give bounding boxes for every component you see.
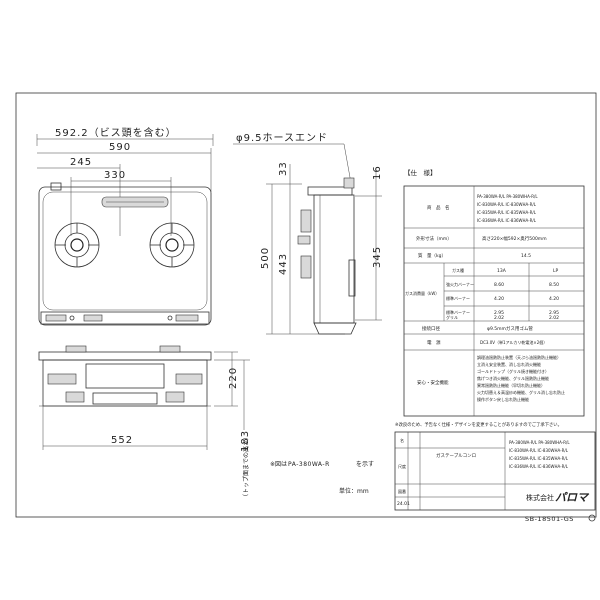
spec-row-label: 強火力バーナー <box>446 281 474 287</box>
dim-depth-443: 443 <box>278 253 289 275</box>
side-view: φ9.5ホースエンド 500 443 33 16 345 <box>233 132 383 335</box>
dim-height-183-note: （トップ面までの高さ） <box>242 434 250 500</box>
gas-inlet <box>50 182 62 191</box>
spec-row-lp: 8.50 <box>549 282 559 288</box>
drawing-number-mark-icon <box>588 514 596 522</box>
control-panel-top <box>40 311 210 325</box>
spec-connection-value: φ9.5mmガス用ゴム管 <box>487 325 533 332</box>
spec-power-label: 電 源 <box>427 339 441 346</box>
spec-weight-value: 14.5 <box>521 253 531 259</box>
spec-row-lp: 2.95 <box>549 310 559 316</box>
title-date: 24.01 <box>397 501 410 507</box>
spec-row-label: 標準バーナー <box>446 295 470 301</box>
dim-hose-end: φ9.5ホースエンド <box>236 132 328 144</box>
spec-safety-item: 調理油過熱防止装置（天ぷら油過熱防止機能） <box>477 354 561 360</box>
dim-top-width: 590 <box>109 142 131 153</box>
spec-gas-lp: LP <box>553 268 559 274</box>
title-item-name: ガステーブルコンロ <box>436 452 476 459</box>
spec-consumption-label: ガス消費量（kW） <box>405 290 439 296</box>
spec-connection-label: 接続口径 <box>422 325 440 332</box>
spec-gas-type-label: ガス種 <box>452 267 464 273</box>
spec-outer-dims-label: 外形寸法（mm） <box>416 235 452 242</box>
dim-depth-500: 500 <box>260 247 271 269</box>
dim-height-183: 183 <box>240 430 251 452</box>
unit-label: 単位：mm <box>339 487 369 495</box>
spec-row-13a: 4.20 <box>494 296 504 302</box>
title-drawing-number: SB-18501-GS <box>525 515 574 523</box>
title-row-label: 尺度 <box>398 463 406 469</box>
spec-outer-dims-value: 高さ220×幅592×奥行500mm <box>482 235 547 242</box>
dim-bottom-width: 552 <box>111 435 133 446</box>
dim-side-top-16: 16 <box>372 165 383 180</box>
title-company: 株式会社 <box>526 493 554 502</box>
spec-row-13a: 2.02 <box>494 315 504 321</box>
dim-side-top-33: 33 <box>278 161 289 176</box>
spec-safety-label: 安心・安全機能 <box>417 379 449 386</box>
spec-product-line: IC-830WA-R/L IC-830WHA-R/L <box>477 202 537 207</box>
spec-product-line: IC-836WA-R/L IC-836WHA-R/L <box>477 218 537 223</box>
spec-power-value: DC3.0V（単1アルカリ乾電池×2個） <box>480 339 547 345</box>
spec-row-lp: 2.02 <box>549 315 559 321</box>
spec-safety-item: 立消え安全装置、消し忘れ消火機能 <box>477 361 541 367</box>
spec-row-lp: 4.20 <box>549 296 559 302</box>
dim-burner-span: 330 <box>104 170 126 181</box>
spec-row-13a: 2.95 <box>494 310 504 316</box>
dim-depth-345: 345 <box>372 246 383 268</box>
title-block: ※改良のため、予告なく仕様・デザインを変更することがありますのでご了承下さい。 … <box>394 421 596 523</box>
dim-burner-offset: 245 <box>70 157 92 168</box>
title-model-line: IC-835WA-R/L IC-835WHA-R/L <box>509 456 569 461</box>
spec-gas-13a: 13A <box>497 268 507 274</box>
title-row-label: 名 <box>400 437 404 443</box>
spec-row-13a: 8.60 <box>494 282 504 288</box>
spec-safety-item: 異常過熱防止機能（早切れ防止機能） <box>477 382 545 388</box>
spec-product-label: 商 品 名 <box>427 204 450 211</box>
front-view: 220 183 （トップ面までの高さ） 552 <box>38 345 251 500</box>
spec-table: 【仕 様】 商 品 名 PA-380WA-R/L PA-380WHA-R/L I… <box>403 168 585 417</box>
dim-height-220: 220 <box>228 367 239 389</box>
model-note-suffix: を示す <box>356 461 374 468</box>
spec-safety-item: ゴールドトップ（グリル焼き機能付き） <box>477 368 549 374</box>
title-model-line: IC-836WA-R/L IC-836WHA-R/L <box>509 464 569 469</box>
top-view: 592.2（ビス頭を含む） 590 245 330 <box>36 126 214 326</box>
sheet-border <box>15 92 597 518</box>
spec-table-title: 【仕 様】 <box>404 168 437 177</box>
title-model-line: IC-830WA-R/L IC-830WHA-R/L <box>509 448 569 453</box>
spec-row-label: グリル <box>446 314 458 320</box>
model-note-prefix: ※図は <box>270 461 287 468</box>
spec-safety-item: 焦げつき消火機能、グリル過熱防止機能 <box>477 375 549 381</box>
spec-product-line: IC-835WA-R/L IC-835WHA-R/L <box>477 210 537 215</box>
title-model-line: PA-380WA-R/L PA-380WHA-R/L <box>509 440 570 445</box>
right-burner <box>149 222 195 268</box>
title-row-label: 図番 <box>398 488 406 494</box>
spec-weight-label: 質 量（kg） <box>418 252 446 259</box>
spec-row-label: 標準バーナー <box>446 309 470 315</box>
title-block-note: ※改良のため、予告なく仕様・デザインを変更することがありますのでご了承下さい。 <box>395 421 562 428</box>
brand-logo: パロマ <box>555 491 590 504</box>
spec-safety-item: 操作ボタン戻し忘れ防止機能 <box>477 396 529 402</box>
dim-overall-width: 592.2（ビス頭を含む） <box>55 126 177 139</box>
side-hose-fitting <box>343 177 355 189</box>
left-burner <box>54 222 100 268</box>
model-note-model: PA-380WA-R <box>288 461 330 468</box>
spec-safety-item: 火力切替え＆高温炒め機能、グリル消し忘れ防止 <box>477 389 565 395</box>
spec-product-line: PA-380WA-R/L PA-380WHA-R/L <box>477 194 538 199</box>
grill-door <box>85 363 165 389</box>
